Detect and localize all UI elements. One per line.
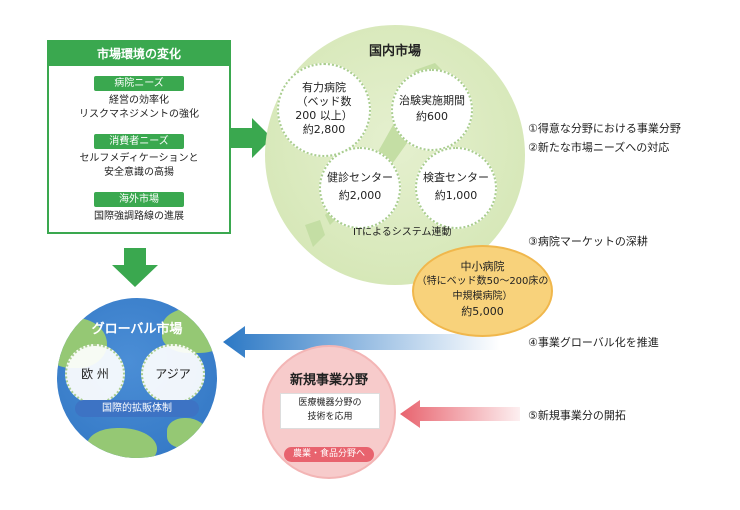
europe-label: 欧 州 (81, 367, 109, 381)
checkup-count: 約2,000 (338, 189, 382, 202)
inspection-count: 約1,000 (434, 189, 478, 202)
newbiz-box-line-2: 技術を応用 (307, 412, 353, 422)
land-shape (87, 428, 157, 458)
small-hosp-title: 中小病院 (460, 260, 505, 273)
label-1: ①得意な分野における事業分野 (528, 122, 681, 135)
small-hosp-line-3: 中規模病院） (452, 291, 513, 302)
land-shape (167, 418, 207, 448)
small-hospital-ellipse: 中小病院 （特にベッド数50～200床の 中規模病院） 約5,000 (412, 245, 553, 337)
hospital-needs-line-1: 経営の効率化 (109, 95, 169, 106)
tag-overseas-market: 海外市場 (94, 192, 184, 207)
asia-circle: アジア (141, 344, 205, 404)
domestic-market-circle: 国内市場 有力病院 （ベッド数 200 以上） 約2,800 治験実施期間 約6… (265, 25, 525, 285)
market-change-panel: 市場環境の変化 病院ニーズ 経営の効率化 リスクマネジメントの強化 消費者ニーズ… (47, 40, 231, 234)
domestic-title: 国内市場 (368, 44, 421, 59)
large-hospital-circle: 有力病院 （ベッド数 200 以上） 約2,800 (277, 63, 371, 157)
global-market-globe: グローバル市場 欧 州 アジア 国際的拡販体制 (57, 298, 217, 458)
newbiz-box-line-1: 医療機器分野の (298, 398, 362, 408)
intl-sales-bar: 国際的拡販体制 (75, 400, 199, 417)
checkup-center-circle: 健診センター 約2,000 (319, 147, 401, 229)
checkup-label: 健診センター (327, 171, 393, 184)
label-2: ②新たな市場ニーズへの対応 (528, 141, 670, 154)
inspection-center-circle: 検査センター 約1,000 (415, 147, 497, 229)
overseas-market-line-1: 国際強調路線の進展 (94, 211, 184, 222)
newbiz-pill: 農業・食品分野へ (284, 447, 374, 462)
trial-count: 約600 (416, 110, 448, 123)
global-title: グローバル市場 (91, 322, 183, 337)
tag-hospital-needs: 病院ニーズ (94, 76, 184, 91)
label-3: ③病院マーケットの深耕 (528, 235, 648, 248)
large-hosp-line-1: 有力病院 (302, 81, 346, 94)
label-4: ④事業グローバル化を推進 (528, 336, 659, 349)
large-hosp-count: 約2,800 (302, 123, 346, 136)
arrow-to-global (112, 248, 158, 287)
panel-title: 市場環境の変化 (49, 42, 229, 66)
small-hosp-count: 約5,000 (461, 305, 504, 318)
small-hosp-line-2: （特にベッド数50～200床の (416, 276, 549, 287)
tag-consumer-needs: 消費者ニーズ (94, 134, 184, 149)
europe-circle: 欧 州 (65, 344, 125, 404)
consumer-needs-line-2: 安全意識の高揚 (104, 167, 174, 178)
arrow-newbiz (400, 400, 520, 428)
inspection-label: 検査センター (423, 171, 489, 184)
clinical-trial-circle: 治験実施期間 約600 (391, 69, 473, 151)
newbiz-title: 新規事業分野 (289, 373, 368, 388)
hospital-needs-line-2: リスクマネジメントの強化 (79, 109, 199, 120)
asia-label: アジア (155, 367, 191, 381)
large-hosp-line-3: 200 以上） (295, 109, 353, 122)
consumer-needs-line-1: セルフメディケーションと (79, 153, 199, 164)
arrow-globalization (223, 326, 500, 358)
arrow-to-domestic (227, 118, 272, 158)
it-link-label: ITによるシステム連動 (353, 227, 452, 238)
new-business-circle: 新規事業分野 医療機器分野の 技術を応用 農業・食品分野へ (262, 345, 396, 479)
label-5: ⑤新規事業分の開拓 (528, 409, 626, 422)
newbiz-box: 医療機器分野の 技術を応用 (280, 393, 380, 429)
trial-label: 治験実施期間 (399, 94, 465, 107)
large-hosp-line-2: （ベッド数 (296, 95, 352, 108)
